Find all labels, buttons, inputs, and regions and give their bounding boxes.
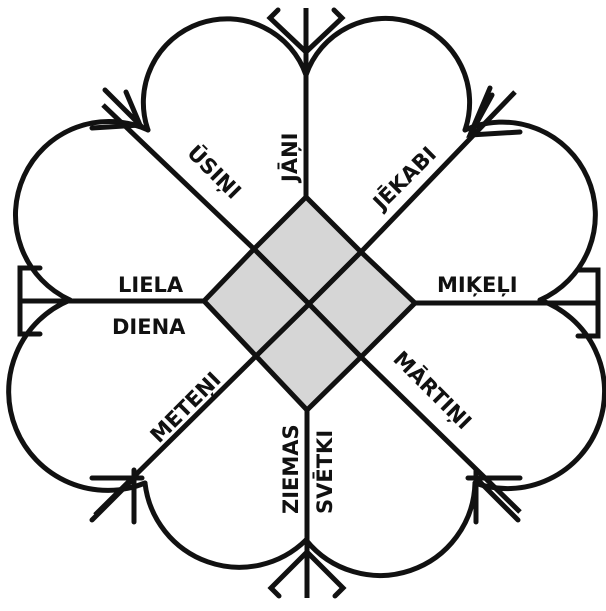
label-usini: ŪSIŅI bbox=[182, 140, 246, 204]
label-mikeli: MIĶEĻI bbox=[437, 273, 518, 297]
right-hook-upper bbox=[578, 270, 598, 303]
label-diena: DIENA bbox=[112, 315, 186, 339]
petal-arc-upper-left bbox=[143, 19, 306, 130]
label-janis: JĀŅI bbox=[277, 133, 302, 184]
label-meteni: METEŅI bbox=[146, 367, 226, 447]
petal-arc-upper-right bbox=[306, 18, 470, 130]
label-ziemas: ZIEMAS bbox=[279, 424, 303, 514]
petal-arc-right-lower bbox=[475, 300, 605, 489]
label-martini: MĀRTIŅI bbox=[388, 346, 476, 434]
label-liela: LIELA bbox=[118, 273, 184, 297]
lower-right-branch-icon bbox=[468, 470, 520, 522]
label-svetki: SVĒTKI bbox=[312, 430, 337, 514]
diagonal-upper-right bbox=[361, 92, 515, 252]
lower-left-branch-icon bbox=[92, 470, 142, 522]
